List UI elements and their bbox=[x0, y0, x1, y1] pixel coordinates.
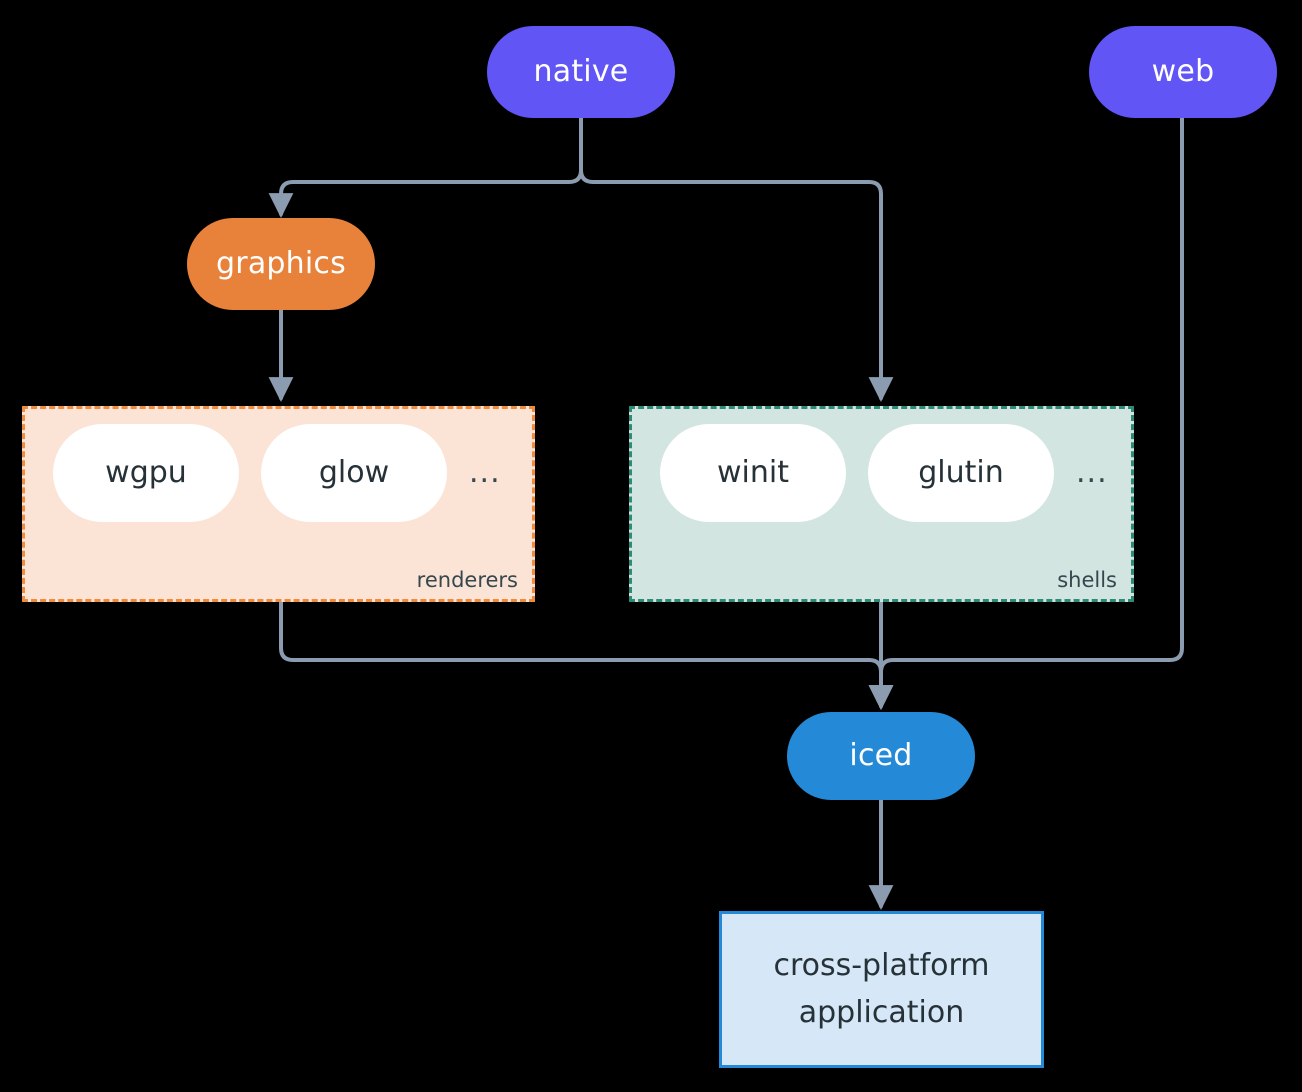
shells-overflow-ellipsis: ... bbox=[1076, 455, 1108, 490]
renderers-overflow-ellipsis: ... bbox=[469, 455, 501, 490]
chip-glow[interactable]: glow bbox=[261, 424, 447, 522]
node-native[interactable]: native bbox=[487, 26, 675, 118]
group-shells-label: shells bbox=[1057, 568, 1117, 592]
chip-wgpu-label: wgpu bbox=[105, 455, 187, 490]
chip-winit[interactable]: winit bbox=[660, 424, 846, 522]
node-iced-label: iced bbox=[849, 738, 913, 773]
node-application[interactable]: cross-platform application bbox=[719, 911, 1044, 1068]
chip-glutin[interactable]: glutin bbox=[868, 424, 1054, 522]
edge-native-to-shells bbox=[579, 114, 894, 402]
application-label-line2: application bbox=[798, 994, 965, 1030]
group-renderers: wgpu glow ... renderers bbox=[22, 406, 535, 602]
node-graphics[interactable]: graphics bbox=[187, 218, 375, 310]
chip-wgpu[interactable]: wgpu bbox=[53, 424, 239, 522]
node-iced[interactable]: iced bbox=[787, 712, 975, 800]
application-label-line1: cross-platform bbox=[773, 948, 990, 983]
group-shells: winit glutin ... shells bbox=[629, 406, 1134, 602]
node-native-label: native bbox=[533, 54, 629, 89]
edge-web-to-iced bbox=[868, 114, 1184, 710]
chip-winit-label: winit bbox=[717, 455, 789, 490]
edge-native-to-graphics bbox=[268, 114, 583, 218]
node-web[interactable]: web bbox=[1089, 26, 1277, 118]
group-renderers-label: renderers bbox=[416, 568, 518, 592]
renderers-chip-row: wgpu glow ... bbox=[25, 423, 532, 523]
edge-renderers-to-iced bbox=[279, 600, 894, 710]
node-graphics-label: graphics bbox=[216, 246, 346, 281]
shells-chip-row: winit glutin ... bbox=[632, 423, 1131, 523]
node-web-label: web bbox=[1151, 54, 1215, 89]
chip-glow-label: glow bbox=[318, 455, 390, 490]
chip-glutin-label: glutin bbox=[918, 455, 1004, 490]
